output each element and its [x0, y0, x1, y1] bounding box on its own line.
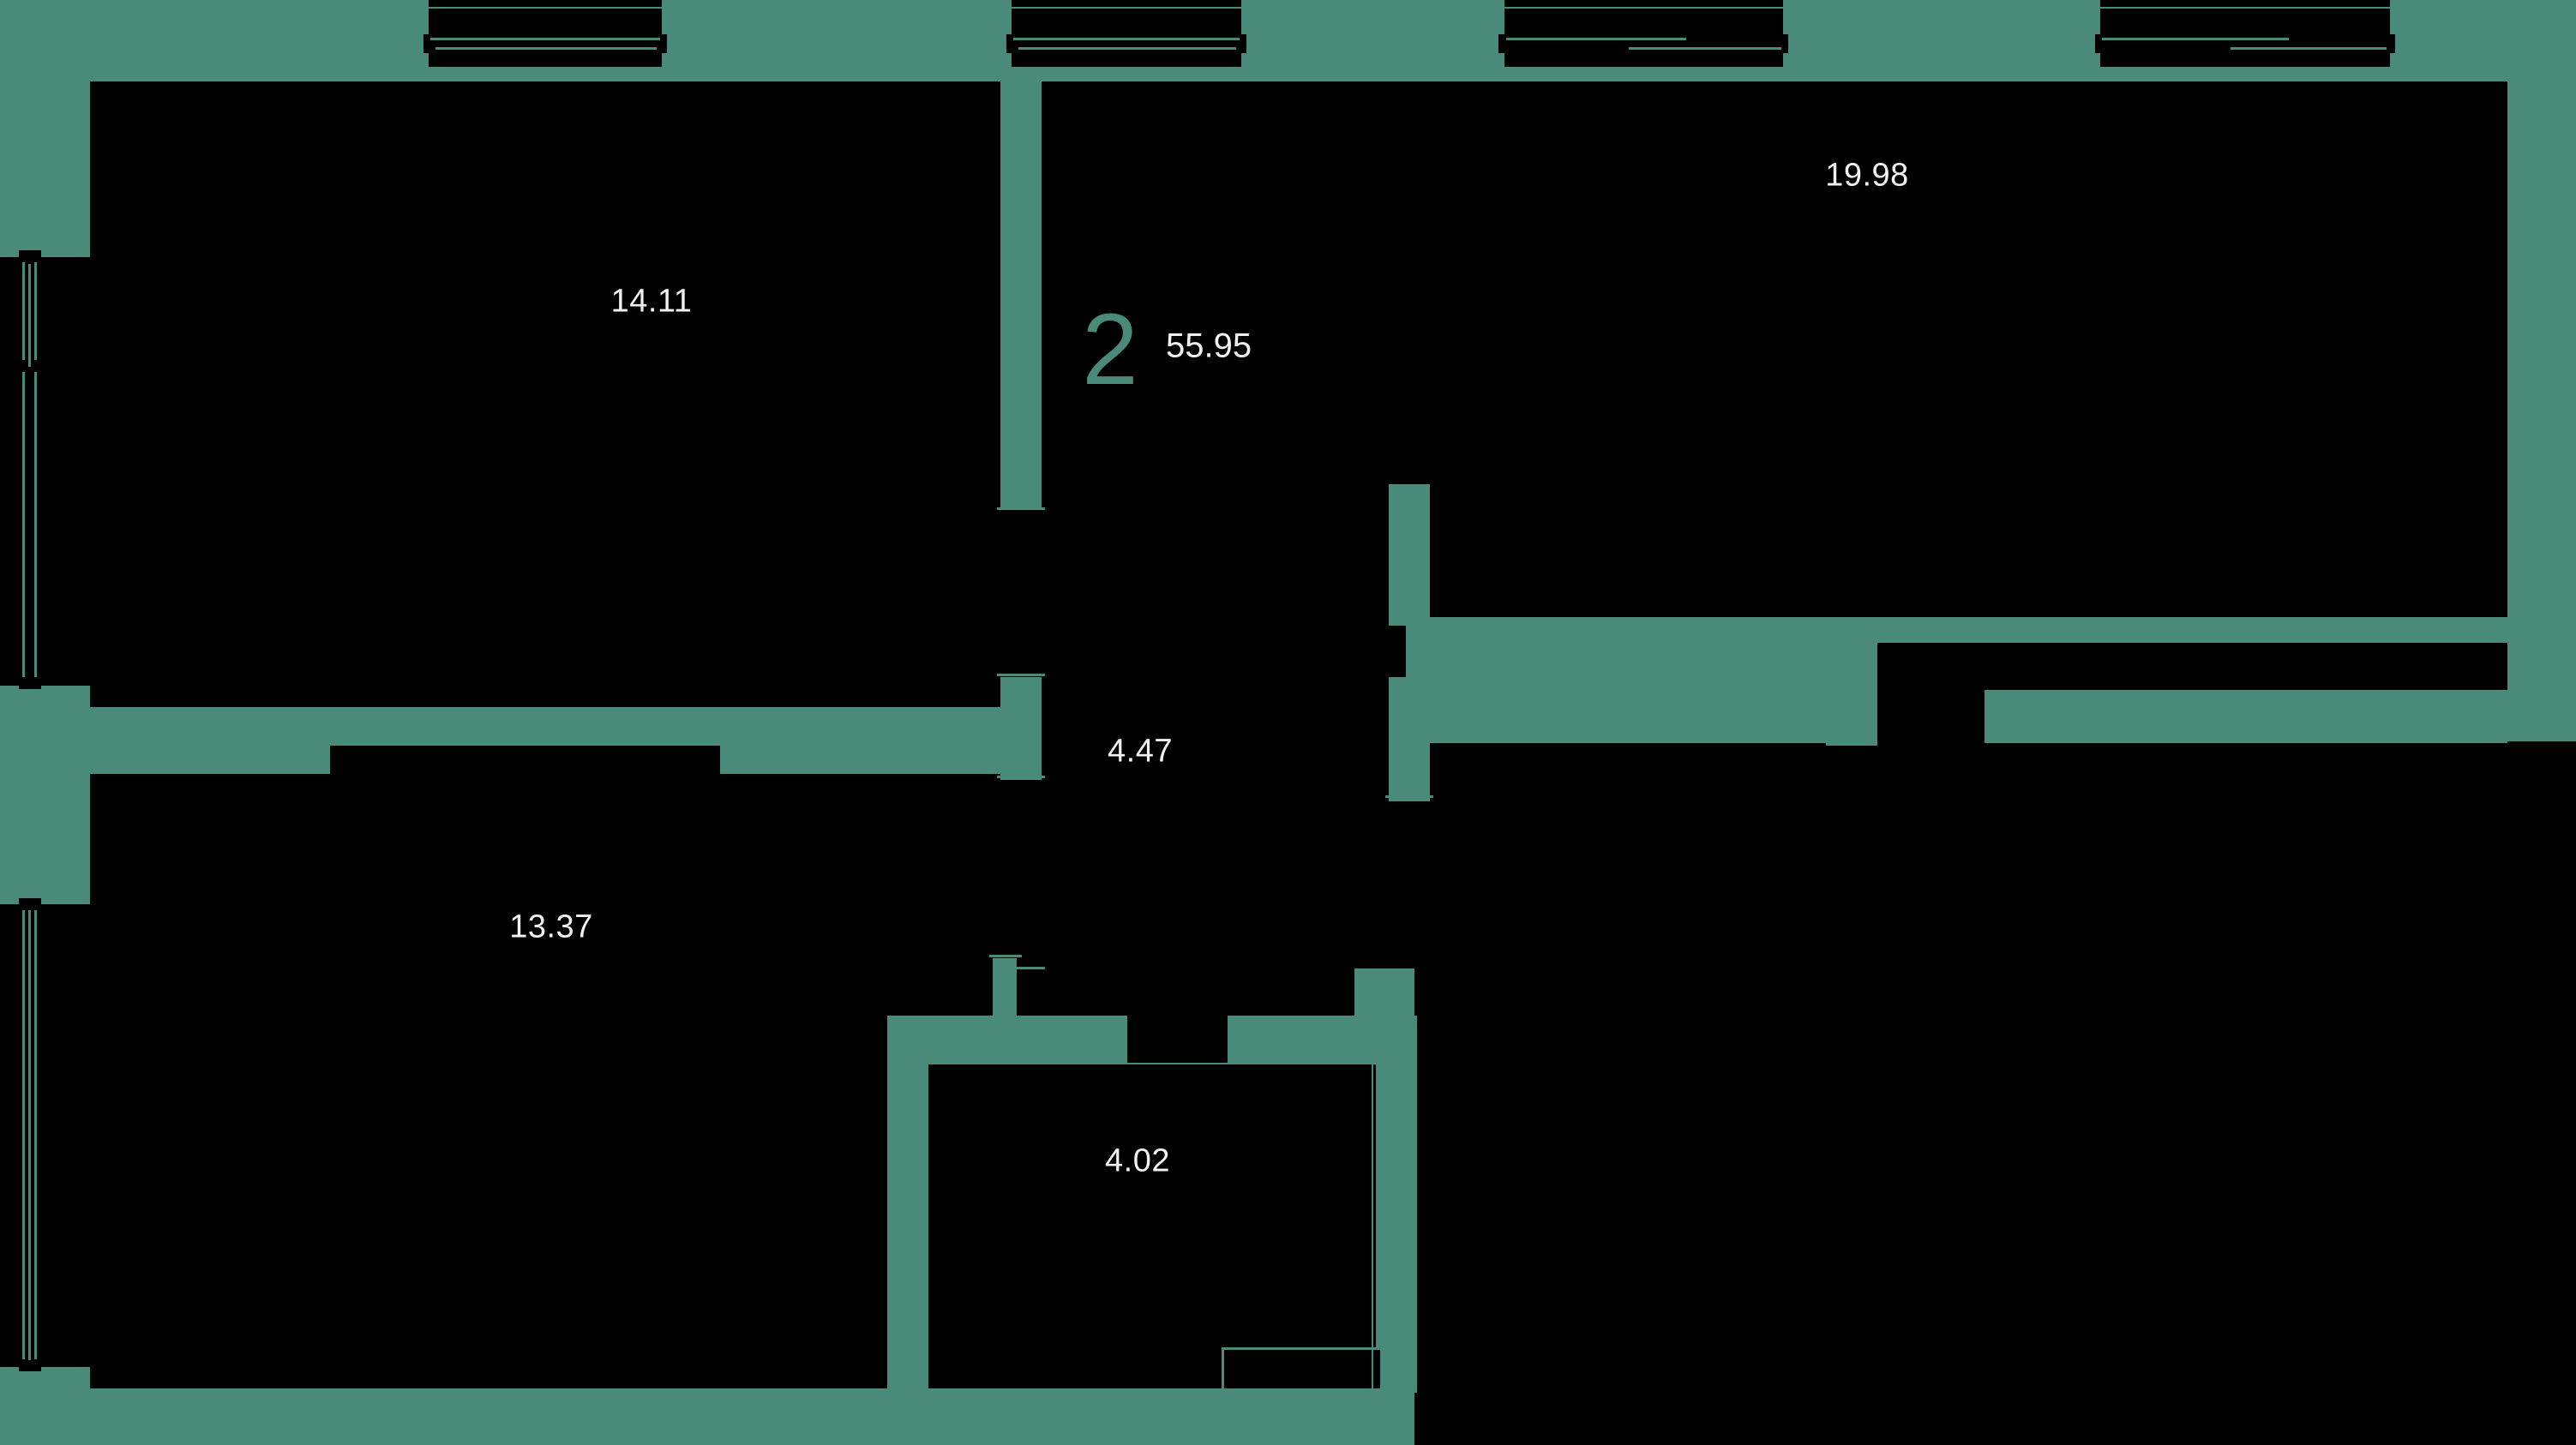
- bathroom-inner-outline-top: [911, 1063, 1387, 1064]
- window-left-upper-frame-outer: [22, 257, 25, 686]
- window-top-2-sill: [1012, 7, 1241, 9]
- wall-partition-hall-right-upper: [1389, 484, 1430, 626]
- room-floor-bedroom-lower-left: [90, 771, 887, 1388]
- window-top-2-mullion-a: [1013, 38, 1240, 40]
- room-area-label-bedroom-upper-left: 14.11: [610, 283, 693, 320]
- bathroom-inner-outline-right: [1372, 1063, 1373, 1388]
- window-left-lower-frame-outer: [22, 904, 25, 1367]
- window-left-upper-jamb-top: [19, 250, 41, 262]
- window-left-upper-frame-inner: [34, 257, 37, 686]
- window-top-1-mullion-a: [430, 38, 660, 40]
- window-top-4-sill: [2100, 7, 2390, 9]
- window-top-1-mullion-b: [435, 47, 657, 50]
- room-area-label-bedroom-lower-left: 13.37: [509, 908, 593, 945]
- wall-partition-vertical-upper: [1000, 81, 1042, 510]
- bathroom-fixture-outline-left: [1222, 1347, 1224, 1388]
- window-top-4-jamb-right: [2381, 34, 2395, 53]
- bathroom-fixture-void: [1222, 1350, 1380, 1388]
- room-floor-living-room: [1012, 81, 2507, 484]
- bathroom-inner-outline-left: [911, 1063, 913, 1388]
- door-marker-bath-stub: [989, 955, 1022, 957]
- window-left-lower-jamb-top: [19, 898, 41, 910]
- room-floor-bedroom-lower-left-ext: [887, 771, 1000, 1016]
- window-left-lower-jamb-bottom: [19, 1359, 41, 1371]
- room-area-label-bathroom: 4.02: [1105, 1142, 1170, 1179]
- door-marker-hall-right: [1385, 795, 1433, 798]
- room-floor-hall: [1000, 484, 1389, 968]
- door-opening-bedroom-lower-left: [330, 746, 720, 780]
- window-top-3-mullion-a: [1506, 38, 1686, 40]
- room-area-label-hall: 4.47: [1108, 733, 1173, 770]
- window-top-1-sill: [429, 7, 662, 9]
- room-area-label-living-room: 19.98: [1825, 157, 1909, 194]
- wall-bathroom-stub-up: [993, 958, 1017, 1027]
- door-marker-hall-lower-left: [997, 674, 1045, 676]
- room-floor-niche-right: [1856, 643, 1985, 690]
- window-top-4-mullion-b: [2231, 47, 2387, 50]
- window-left-lower-sash: [28, 910, 31, 1360]
- wall-bathroom-left: [887, 1016, 928, 1388]
- window-left-upper-sash: [28, 264, 31, 367]
- window-top-2-recess: [1012, 0, 1241, 67]
- window-left-lower-frame-inner: [34, 904, 37, 1367]
- wall-partition-right-shelf-b: [1985, 690, 2507, 743]
- window-top-3-mullion-b: [1629, 47, 1781, 50]
- room-count-numeral: 2: [1082, 293, 1138, 406]
- total-area-label: 55.95: [1166, 327, 1252, 365]
- wall-partition-living-bottom: [1406, 617, 1873, 690]
- window-top-2-mullion-b: [1018, 47, 1236, 50]
- door-marker-living-left: [997, 967, 1045, 969]
- window-left-lower-recess: [0, 904, 90, 1367]
- wall-bathroom-right: [1376, 1016, 1417, 1393]
- window-left-upper-recess: [0, 257, 90, 686]
- wall-partition-right-shelf: [1873, 617, 2507, 643]
- door-marker-hall-upper-left: [997, 507, 1045, 510]
- room-floor-hall-east: [1389, 797, 1826, 968]
- wall-partition-niche-band: [1406, 690, 1877, 743]
- bathroom-fixture-outline-top: [1222, 1347, 1380, 1350]
- room-floor-bedroom-upper-left: [90, 81, 1000, 716]
- wall-outer-bottom: [0, 1388, 1414, 1445]
- window-left-upper-jamb-bottom: [19, 677, 41, 689]
- window-top-3-recess: [1504, 0, 1783, 67]
- room-floor-right-outside: [1826, 741, 2576, 1445]
- door-marker-hall-lower-left-b: [997, 776, 1045, 778]
- window-top-3-jamb-right: [1774, 34, 1788, 53]
- room-floor-living-room-lower2: [1406, 484, 2507, 617]
- window-top-4-recess: [2100, 0, 2390, 67]
- window-top-3-sill: [1504, 7, 1783, 9]
- window-top-4-mullion-a: [2102, 38, 2289, 40]
- wall-outer-right: [2507, 0, 2576, 741]
- room-floor-bathroom: [911, 1028, 1387, 1388]
- window-top-1-recess: [429, 0, 662, 67]
